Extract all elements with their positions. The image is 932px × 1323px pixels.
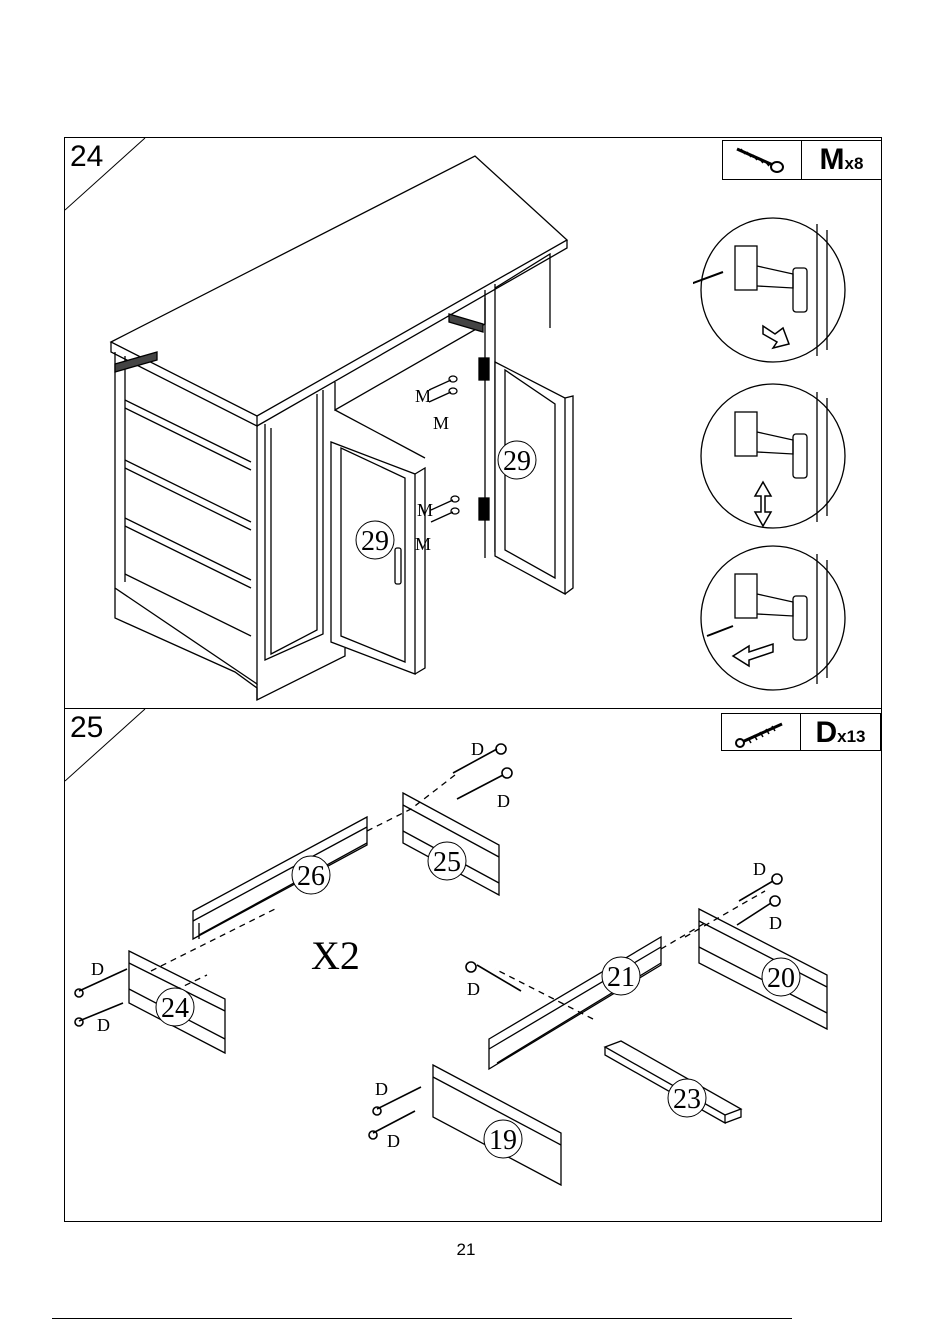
part-label-21: 21 bbox=[607, 962, 635, 993]
part-label-19: 19 bbox=[489, 1125, 517, 1156]
callout-m: M bbox=[433, 413, 449, 433]
callout-d: D bbox=[467, 979, 480, 999]
callout-d: D bbox=[91, 959, 104, 979]
callout-m: M bbox=[415, 386, 431, 406]
part-label-26: 26 bbox=[297, 861, 325, 892]
hinge-detail-side bbox=[701, 546, 845, 690]
step-25-labels: X2 D D D D D D D D D 26 25 24 21 20 23 1… bbox=[65, 709, 883, 1223]
part-label-20: 20 bbox=[767, 963, 795, 994]
hinge-detail-height bbox=[701, 384, 845, 528]
callout-d: D bbox=[387, 1131, 400, 1151]
part-label-24: 24 bbox=[161, 993, 189, 1024]
footer-divider bbox=[52, 1318, 792, 1319]
part-label-23: 23 bbox=[673, 1084, 701, 1115]
callout-m: M bbox=[415, 534, 431, 554]
step-24-panel: 24 M x8 bbox=[64, 137, 882, 709]
part-label-29: 29 bbox=[361, 526, 389, 557]
callout-d: D bbox=[753, 859, 766, 879]
callout-d: D bbox=[497, 791, 510, 811]
part-label-29: 29 bbox=[503, 446, 531, 477]
part-label-25: 25 bbox=[433, 847, 461, 878]
hinge-detail-depth bbox=[693, 218, 845, 362]
quantity-multiplier: X2 bbox=[311, 933, 360, 978]
callout-m: M bbox=[417, 500, 433, 520]
callout-d: D bbox=[375, 1079, 388, 1099]
callout-d: D bbox=[769, 913, 782, 933]
callout-d: D bbox=[471, 739, 484, 759]
hinge-adjustment-details bbox=[693, 216, 853, 696]
step-25-panel: 25 D x13 bbox=[64, 708, 882, 1222]
page-number: 21 bbox=[0, 1240, 932, 1260]
callout-d: D bbox=[97, 1015, 110, 1035]
